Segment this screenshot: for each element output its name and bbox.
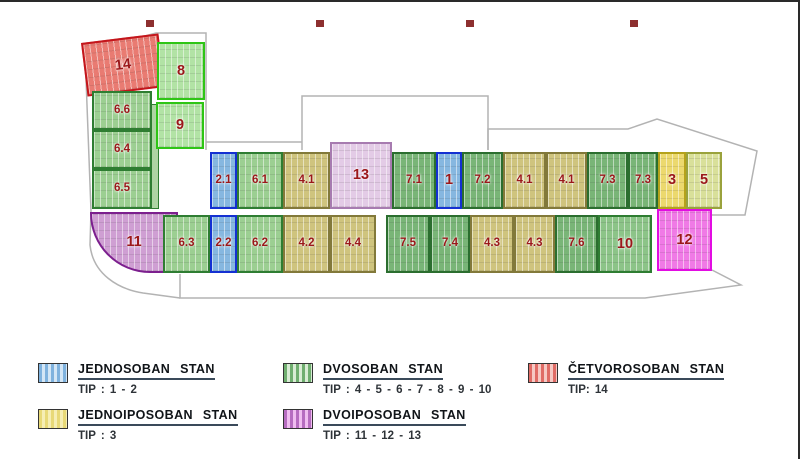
- apartment-unit-9[interactable]: 9: [156, 102, 204, 149]
- apartment-unit-7.2[interactable]: 7.2: [462, 152, 503, 209]
- unit-label: 1: [444, 172, 454, 189]
- unit-label: 9: [175, 117, 185, 134]
- apartment-unit-4.3[interactable]: 4.3: [470, 215, 514, 273]
- unit-label: 6.2: [252, 237, 268, 250]
- apartment-unit-4.2[interactable]: 4.2: [283, 215, 330, 273]
- unit-label: 8: [176, 62, 186, 79]
- apartment-unit-4.4[interactable]: 4.4: [330, 215, 376, 273]
- unit-label: 11: [126, 234, 142, 251]
- apartment-unit-12[interactable]: 12: [657, 209, 712, 271]
- apartment-unit-7.6[interactable]: 7.6: [555, 215, 598, 273]
- legend-name: DVOIPOSOBAN STAN: [323, 408, 466, 426]
- legend-name: DVOSOBAN STAN: [323, 362, 444, 380]
- unit-label: 4.4: [345, 237, 361, 250]
- unit-label: 7.3: [635, 173, 651, 186]
- unit-label: 4.2: [298, 237, 315, 250]
- apartment-unit-2.1[interactable]: 2.1: [210, 152, 237, 209]
- legend-tip: TIP : 3: [78, 430, 117, 442]
- legend-name: JEDNOIPOSOBAN STAN: [78, 408, 238, 426]
- unit-label: 7.6: [568, 237, 585, 250]
- unit-label: 4.1: [516, 173, 533, 186]
- legend-tip: TIP: 14: [568, 384, 608, 396]
- unit-label: 7.2: [474, 173, 491, 186]
- apartment-unit-4.3-b[interactable]: 4.3: [514, 215, 555, 273]
- apartment-unit-6.1[interactable]: 6.1: [237, 152, 283, 209]
- unit-label: 5: [699, 172, 709, 189]
- unit-label: 14: [113, 55, 132, 74]
- apartment-unit-1[interactable]: 1: [436, 152, 462, 209]
- unit-label: 6.1: [252, 173, 268, 186]
- unit-label: 7.1: [406, 173, 422, 186]
- apartment-unit-7.3[interactable]: 7.3: [587, 152, 628, 209]
- legend-item-cetvorosoban: ČETVOROSOBAN STAN TIP: 14: [528, 362, 725, 396]
- roof-vent-icon: [146, 20, 154, 27]
- unit-label: 2.1: [215, 173, 232, 186]
- apartment-unit-4.1[interactable]: 4.1: [283, 152, 330, 209]
- unit-label: 6.5: [114, 182, 130, 195]
- apartment-unit-6.6[interactable]: 6.6: [92, 91, 152, 130]
- dvoiposoban-swatch-icon: [283, 409, 313, 429]
- unit-label: 10: [616, 235, 634, 252]
- legend-name: ČETVOROSOBAN STAN: [568, 362, 725, 380]
- unit-label: 7.3: [599, 173, 616, 186]
- jednosoban-swatch-icon: [38, 363, 68, 383]
- apartment-unit-6.3[interactable]: 6.3: [163, 215, 210, 273]
- jednoiposoban-swatch-icon: [38, 409, 68, 429]
- apartment-unit-10[interactable]: 10: [598, 215, 652, 273]
- unit-label: 12: [676, 231, 693, 248]
- apartment-unit-5[interactable]: 5: [686, 152, 722, 209]
- apartment-unit-4.1-b[interactable]: 4.1: [503, 152, 546, 209]
- roof-vent-icon: [466, 20, 474, 27]
- apartment-unit-7.1[interactable]: 7.1: [392, 152, 436, 209]
- legend-tip: TIP : 4 - 5 - 6 - 7 - 8 - 9 - 10: [323, 384, 492, 396]
- apartment-unit-6.5[interactable]: 6.5: [92, 169, 152, 209]
- unit-label: 6.4: [114, 142, 130, 155]
- legend-tip: TIP : 1 - 2: [78, 384, 137, 396]
- apartment-unit-7.5[interactable]: 7.5: [386, 215, 430, 273]
- unit-label: 6.6: [114, 103, 130, 116]
- legend-tip: TIP : 11 - 12 - 13: [323, 430, 422, 442]
- unit-label: 4.1: [558, 173, 575, 186]
- apartment-unit-6.4[interactable]: 6.4: [92, 130, 152, 169]
- cetvorosoban-swatch-icon: [528, 363, 558, 383]
- apartment-unit-2.2[interactable]: 2.2: [210, 215, 237, 273]
- unit-label: 7.4: [442, 237, 458, 250]
- apartment-unit-14[interactable]: 14: [81, 33, 165, 97]
- apartment-unit-13[interactable]: 13: [330, 142, 392, 209]
- unit-label: 4.1: [298, 173, 315, 186]
- apartment-unit-6.2[interactable]: 6.2: [237, 215, 283, 273]
- unit-label: 7.5: [400, 237, 416, 250]
- dvosoban-swatch-icon: [283, 363, 313, 383]
- legend-item-jednoiposoban: JEDNOIPOSOBAN STAN TIP : 3: [38, 408, 238, 442]
- roof-vent-icon: [630, 20, 638, 27]
- legend-name: JEDNOSOBAN STAN: [78, 362, 215, 380]
- unit-label: 13: [352, 167, 370, 184]
- legend-item-dvosoban: DVOSOBAN STAN TIP : 4 - 5 - 6 - 7 - 8 - …: [283, 362, 491, 396]
- apartment-unit-7.3-b[interactable]: 7.3: [628, 152, 658, 209]
- apartment-unit-8[interactable]: 8: [157, 42, 205, 100]
- roof-vent-icon: [316, 20, 324, 27]
- unit-label: 3: [667, 172, 677, 189]
- apartment-unit-3[interactable]: 3: [658, 152, 686, 209]
- legend-item-dvoiposoban: DVOIPOSOBAN STAN TIP : 11 - 12 - 13: [283, 408, 466, 442]
- apartment-unit-4.1-c[interactable]: 4.1: [546, 152, 587, 209]
- unit-label: 2.2: [215, 237, 232, 250]
- legend-item-jednosoban: JEDNOSOBAN STAN TIP : 1 - 2: [38, 362, 215, 396]
- apartment-unit-7.4[interactable]: 7.4: [430, 215, 470, 273]
- unit-label: 4.3: [526, 237, 543, 250]
- unit-label: 6.3: [178, 237, 195, 250]
- unit-label: 4.3: [484, 237, 500, 250]
